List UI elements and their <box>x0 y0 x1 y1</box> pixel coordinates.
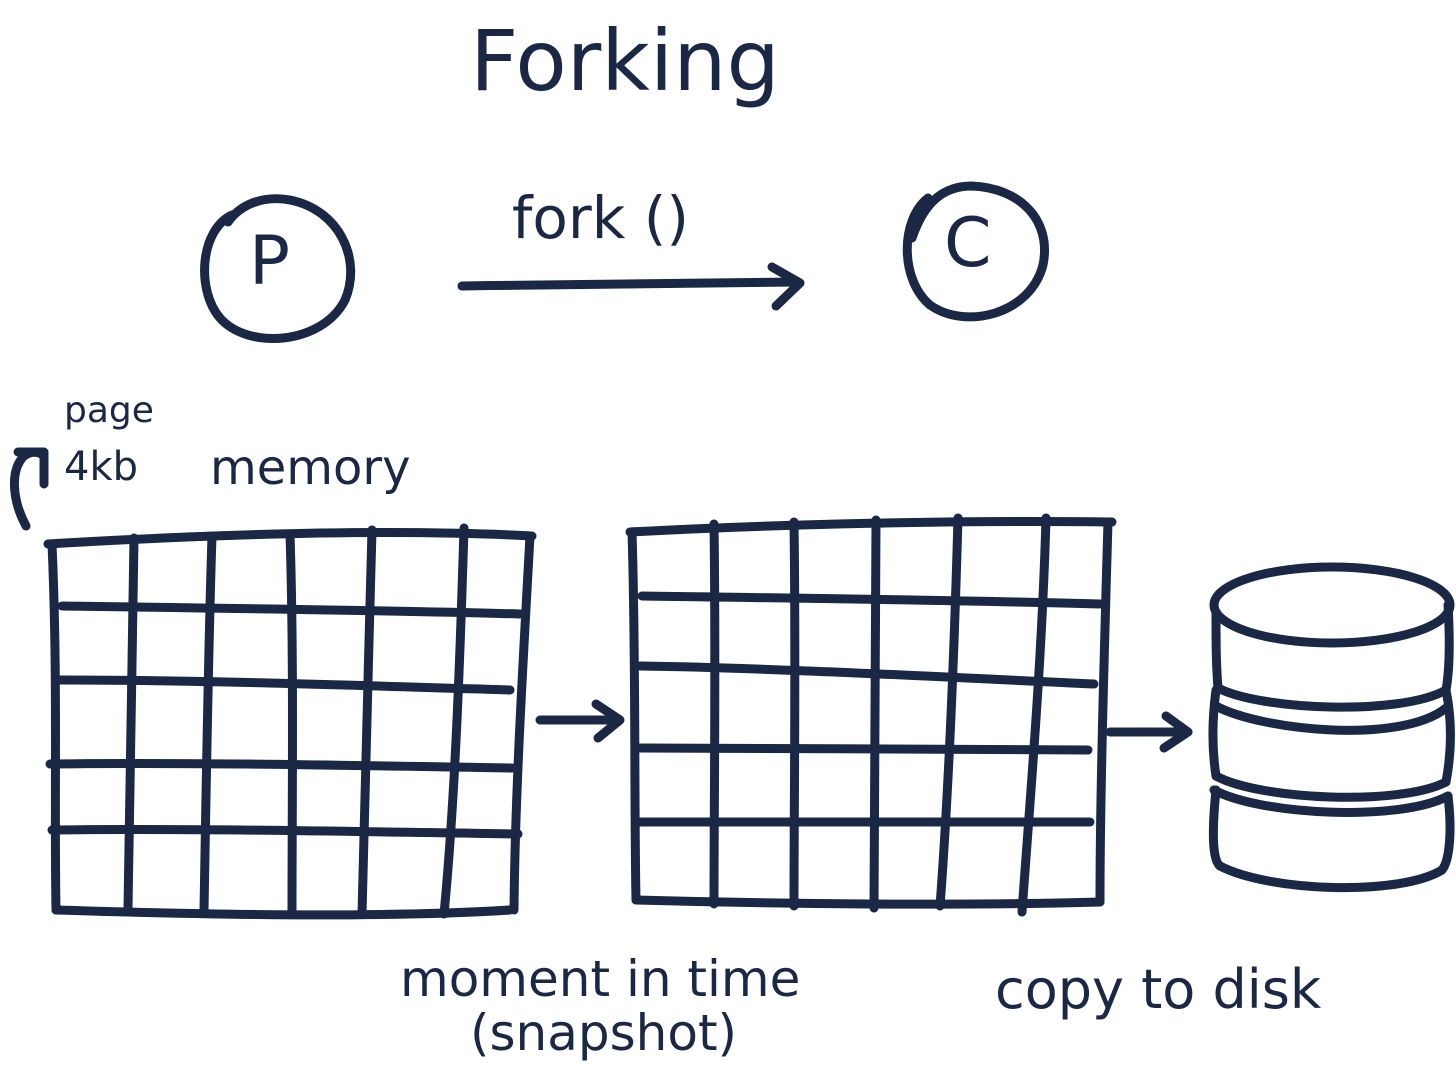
fork-call-label: fork () <box>512 184 690 252</box>
snapshot-grid <box>625 513 1117 917</box>
disk-arrow <box>1105 711 1193 753</box>
parent-process-circle <box>200 194 356 343</box>
snapshot-label-line1: moment in time <box>400 950 801 1008</box>
page-label: page <box>64 390 154 431</box>
copy-to-disk-label: copy to disk <box>995 958 1322 1021</box>
memory-label: memory <box>210 440 411 496</box>
page-size-label: 4kb <box>64 444 139 490</box>
disk-icon <box>1208 562 1455 893</box>
child-process-circle <box>902 181 1049 322</box>
snapshot-label-line2: (snapshot) <box>470 1004 738 1062</box>
page-pointer-arrow <box>9 447 49 531</box>
diagram-title: Forking <box>470 12 780 110</box>
snapshot-arrow <box>535 699 625 743</box>
parent-process-label: P <box>249 222 291 301</box>
memory-grid <box>43 523 537 920</box>
fork-arrow <box>457 262 805 311</box>
child-process-label: C <box>944 204 992 283</box>
